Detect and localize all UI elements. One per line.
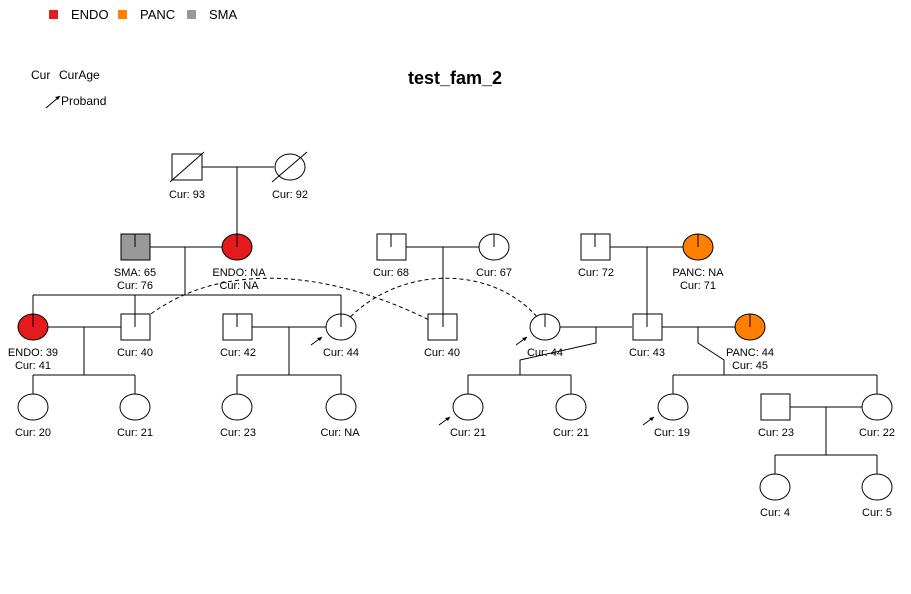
person-label: Cur: NA [320, 427, 360, 439]
person-label: Cur: 5 [862, 507, 892, 519]
male-symbol[interactable] [760, 393, 791, 421]
legend-swatch-endo [49, 10, 58, 19]
person-label: Cur: 68 [373, 267, 409, 279]
legend-label-panc: PANC [140, 7, 175, 22]
proband-markers [310, 336, 655, 426]
person-label: Cur: 92 [272, 189, 308, 201]
person-label: Cur: 40 [424, 347, 460, 359]
person-label: Cur: 23 [220, 427, 256, 439]
individuals [17, 151, 893, 501]
label-key: Cur CurAge Proband [31, 68, 106, 109]
person-label: Cur: 21 [450, 427, 486, 439]
descent-line [697, 327, 725, 375]
female-symbol[interactable] [555, 393, 587, 421]
deceased-slash [271, 151, 308, 183]
person-label: Cur: 44 [527, 347, 563, 359]
person-label: Cur: 23 [758, 427, 794, 439]
person-label: PANC: NA [672, 267, 724, 279]
legend-swatch-panc [118, 10, 127, 19]
female-symbol[interactable] [452, 393, 484, 421]
proband-arrowhead-icon [55, 96, 60, 100]
female-symbol[interactable] [861, 393, 893, 421]
person-label: Cur: 22 [859, 427, 895, 439]
person-label: ENDO: 39 [8, 347, 58, 359]
person-label: Cur: 4 [760, 507, 790, 519]
female-symbol[interactable] [325, 393, 357, 421]
person-label: Cur: 40 [117, 347, 153, 359]
key-proband: Proband [61, 94, 106, 108]
person-label: Cur: 71 [680, 280, 716, 292]
person-label: Cur: 76 [117, 280, 153, 292]
proband-arrowhead-icon [445, 417, 450, 421]
key-col2: CurAge [59, 68, 100, 82]
person-label: Cur: 21 [553, 427, 589, 439]
legend-swatch-sma [187, 10, 196, 19]
legend-label-endo: ENDO [71, 7, 109, 22]
deceased-slash [169, 151, 205, 183]
person-label: PANC: 44 [726, 347, 774, 359]
duplicate-arc [134, 277, 444, 328]
person-label: SMA: 65 [114, 267, 156, 279]
person-label: Cur: 43 [629, 347, 665, 359]
person-label: Cur: 93 [169, 189, 205, 201]
duplicate-arc [340, 277, 546, 328]
person-label: Cur: 19 [654, 427, 690, 439]
female-symbol[interactable] [861, 473, 893, 501]
person-label: ENDO: NA [212, 267, 266, 279]
legend: ENDO PANC SMA [49, 7, 238, 22]
person-label: Cur: 44 [323, 347, 359, 359]
person-label: Cur: 21 [117, 427, 153, 439]
key-col1: Cur [31, 68, 50, 82]
person-label: Cur: 67 [476, 267, 512, 279]
person-label: Cur: 41 [15, 360, 51, 372]
person-label: Cur: 72 [578, 267, 614, 279]
female-symbol[interactable] [657, 393, 689, 421]
female-symbol[interactable] [221, 393, 253, 421]
descent-line [519, 327, 597, 375]
female-symbol[interactable] [759, 473, 791, 501]
person-label: Cur: 42 [220, 347, 256, 359]
female-symbol[interactable] [119, 393, 151, 421]
person-label: Cur: NA [219, 280, 259, 292]
pedigree-title: test_fam_2 [408, 68, 502, 88]
female-symbol[interactable] [17, 393, 49, 421]
person-label: Cur: 20 [15, 427, 51, 439]
individual-labels: Cur: 93 Cur: 92 SMA: 65 Cur: 76 ENDO: NA… [8, 189, 895, 519]
duplicate-links [134, 277, 546, 328]
relationship-lines [32, 166, 878, 474]
legend-label-sma: SMA [209, 7, 238, 22]
proband-arrowhead-icon [522, 337, 527, 341]
person-label: Cur: 45 [732, 360, 768, 372]
proband-arrowhead-icon [317, 337, 322, 341]
proband-arrowhead-icon [649, 417, 654, 421]
